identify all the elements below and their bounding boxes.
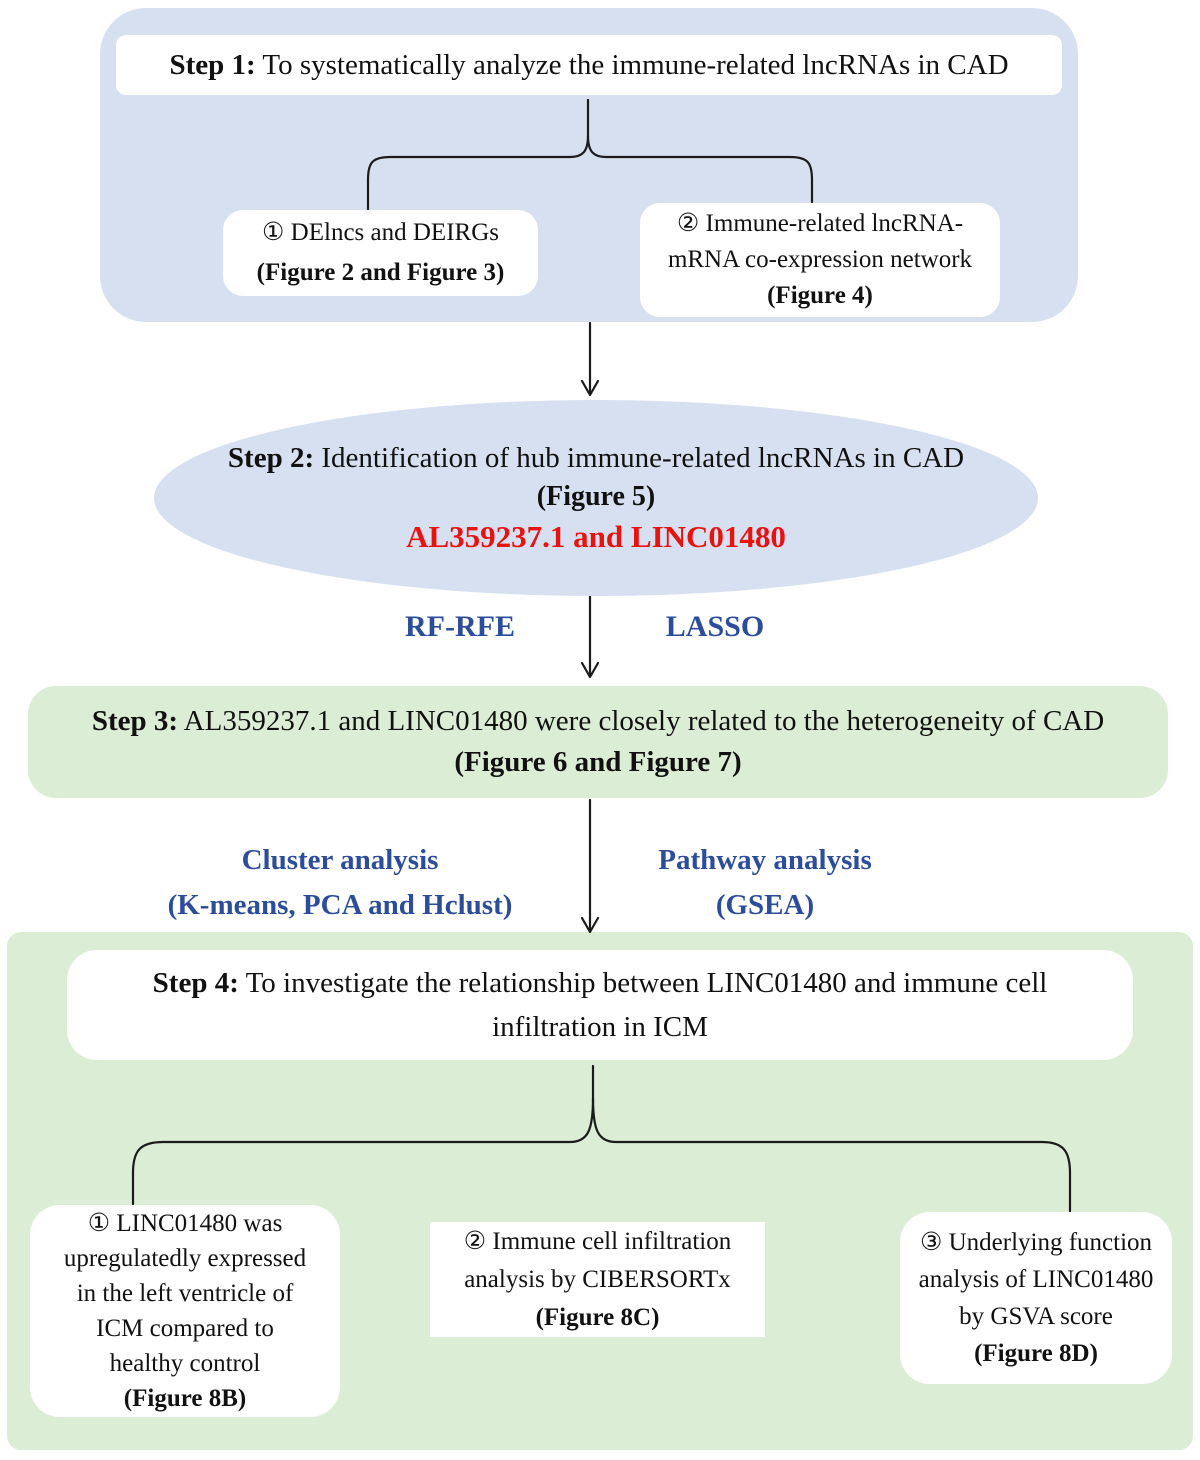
step4-title-line1: To investigate the relationship between … (245, 967, 1048, 999)
step1-title-box: Step 1: To systematically analyze the im… (116, 35, 1062, 95)
method-label-rf-rfe: RF-RFE (405, 610, 515, 643)
step1-title-text: Step 1: To systematically analyze the im… (169, 49, 1008, 82)
text-line: analysis of LINC01480 (918, 1266, 1154, 1293)
text-line: mRNA co-expression network (667, 246, 973, 273)
text-line: ② Immune-related lncRNA- (676, 210, 964, 237)
step2-result-genes: AL359237.1 and LINC01480 (406, 518, 786, 554)
arrowhead-step2 (580, 379, 600, 397)
text-line: Pathway analysis (658, 844, 872, 876)
figure-ref: (Figure 5) (536, 480, 656, 512)
step4-title-text: Step 4: To investigate the relationship … (67, 961, 1133, 1005)
step3-label: Step 3: (91, 705, 179, 737)
step1-brace-right (586, 134, 814, 204)
step1-title: To systematically analyze the immune-rel… (262, 48, 1009, 81)
text-line: by GSVA score (959, 1303, 1113, 1330)
text-line: (GSEA) (715, 889, 815, 921)
text-line: ICM compared to (96, 1315, 274, 1342)
step4-label: Step 4: (152, 967, 239, 999)
step1-branch1-box: ① DElncs and DEIRGs (Figure 2 and Figure… (223, 210, 538, 296)
text-line: analysis by CIBERSORTx (464, 1265, 731, 1293)
text-line: (K-means, PCA and Hclust) (167, 889, 513, 921)
method-label-cluster-analysis: Cluster analysis (K-means, PCA and Hclus… (150, 838, 530, 928)
text-line: in the left ventricle of (76, 1280, 294, 1307)
method-label-lasso: LASSO (665, 610, 765, 643)
step3-title: AL359237.1 and LINC01480 were closely re… (183, 705, 1105, 737)
step4-title-box: Step 4: To investigate the relationship … (67, 950, 1133, 1060)
figure-ref: (Figure 8B) (123, 1385, 247, 1412)
step4-brace-right (591, 1096, 1072, 1213)
step4-branch1-box: ① LINC01480 was upregulatedly expressed … (30, 1205, 340, 1417)
arrowhead-step4 (580, 916, 600, 934)
figure-ref: (Figure 8C) (535, 1303, 660, 1331)
text-line: Cluster analysis (241, 844, 439, 876)
arrowhead-step3 (580, 661, 600, 679)
step4-title-line2: infiltration in ICM (492, 1011, 708, 1043)
step1-brace-left (366, 98, 590, 211)
step3-panel: Step 3: AL359237.1 and LINC01480 were cl… (28, 686, 1168, 798)
text-line: ① LINC01480 was (87, 1210, 283, 1237)
step4-branch3-box: ③ Underlying function analysis of LINC01… (900, 1212, 1172, 1384)
text-line: healthy control (109, 1350, 261, 1377)
text-line: upregulatedly expressed (63, 1245, 307, 1272)
text-line: ② Immune cell infiltration (463, 1227, 732, 1255)
step2-ellipse: Step 2: Identification of hub immune-rel… (154, 400, 1038, 596)
figure-ref: (Figure 4) (767, 282, 873, 309)
step4-branch2-box: ② Immune cell infiltration analysis by C… (430, 1222, 765, 1337)
step2-title: Identification of hub immune-related lnc… (321, 441, 965, 474)
text-line: ① DElncs and DEIRGs (262, 219, 499, 246)
figure-ref: (Figure 2 and Figure 3) (256, 259, 505, 286)
figure-ref: (Figure 8D) (974, 1340, 1098, 1367)
method-label-pathway-analysis: Pathway analysis (GSEA) (620, 838, 910, 928)
step3-title-text: Step 3: AL359237.1 and LINC01480 were cl… (28, 701, 1168, 742)
step1-label: Step 1: (169, 48, 256, 81)
step2-title-text: Step 2: Identification of hub immune-rel… (228, 442, 964, 475)
step4-brace-left (131, 1064, 595, 1206)
step2-label: Step 2: (227, 441, 315, 474)
step1-branch2-box: ② Immune-related lncRNA- mRNA co-express… (640, 203, 1000, 317)
text-line: ③ Underlying function (919, 1229, 1153, 1256)
figure-ref: (Figure 6 and Figure 7) (454, 746, 742, 778)
